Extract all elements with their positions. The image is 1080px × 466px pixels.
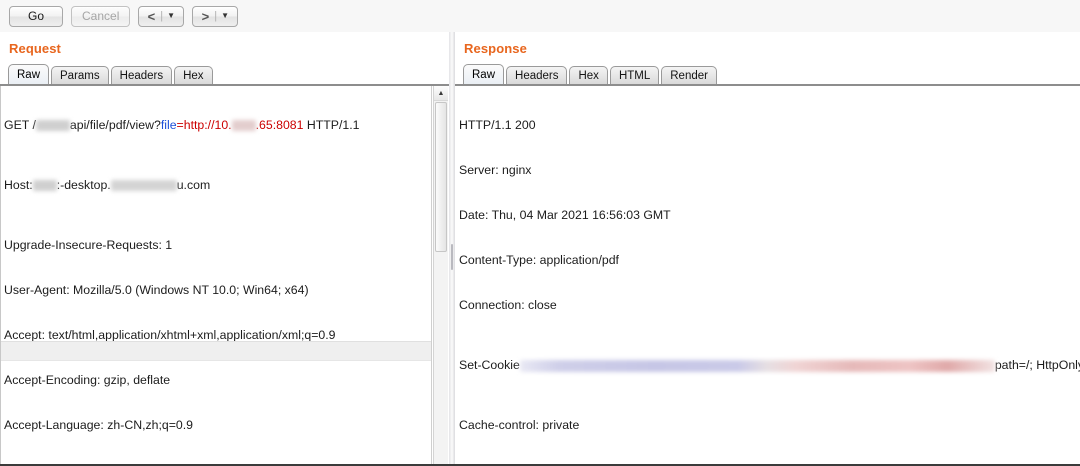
redaction-block-path	[35, 120, 70, 132]
set-cookie-1-label: Set-Cookie	[459, 358, 520, 372]
response-line-server: Server: nginx	[459, 163, 532, 177]
request-line-accept-language: Accept-Language: zh-CN,zh;q=0.9	[4, 418, 194, 432]
response-line-content-type: Content-Type: application/pdf	[459, 253, 619, 267]
request-pane-left-edge	[0, 86, 1, 464]
request-tab-params[interactable]: Params	[51, 66, 109, 85]
request-line-accept-encoding: Accept-Encoding: gzip, deflate	[4, 373, 171, 387]
response-line-set-cookie-1: Set-Cookie path=/; HttpOnly	[459, 358, 1080, 373]
response-tab-render[interactable]: Render	[661, 66, 717, 85]
response-tab-strip: Raw Headers Hex HTML Render	[463, 63, 719, 85]
cancel-button[interactable]: Cancel	[71, 5, 131, 27]
scroll-up-arrow-icon[interactable]: ▲	[434, 86, 448, 101]
request-line-host: Host: :-desktop. u.com	[4, 178, 431, 193]
response-raw-text: HTTP/1.1 200 Server: nginx Date: Thu, 04…	[455, 86, 1080, 464]
request-tab-raw[interactable]: Raw	[8, 64, 50, 85]
response-tab-html[interactable]: HTML	[609, 66, 660, 85]
response-tab-raw[interactable]: Raw	[463, 64, 505, 85]
request-line-upgrade-insecure: Upgrade-Insecure-Requests: 1	[4, 238, 173, 252]
button-divider: |	[214, 10, 218, 22]
request-raw-text: GET / api/file/pdf/view?file=http://10. .6…	[0, 86, 431, 464]
forward-history-button[interactable]: > | ▼	[192, 5, 239, 27]
request-tab-underline	[0, 84, 449, 86]
request-param-value-a: =http://10.	[176, 118, 232, 132]
window-bottom-edge	[0, 464, 1080, 466]
go-button[interactable]: Go	[9, 5, 63, 27]
response-tab-hex[interactable]: Hex	[569, 66, 608, 85]
request-editor[interactable]: GET / api/file/pdf/view?file=http://10. .6…	[0, 86, 432, 464]
redaction-block-ip	[231, 120, 256, 132]
request-param-value-b: .65:8081	[255, 118, 304, 132]
request-tab-hex[interactable]: Hex	[174, 66, 213, 85]
request-host-suffix: u.com	[176, 178, 211, 192]
request-tab-strip: Raw Params Headers Hex	[8, 63, 215, 85]
request-param-name: file	[160, 118, 177, 132]
request-tab-headers[interactable]: Headers	[110, 66, 173, 85]
response-line-cache-control: Cache-control: private	[459, 418, 580, 432]
back-arrow-icon: <	[147, 8, 156, 24]
button-divider: |	[160, 10, 164, 22]
response-tab-headers[interactable]: Headers	[506, 66, 568, 85]
redaction-block-hostname	[32, 180, 57, 192]
request-panel: Request Raw Params Headers Hex GET / api/…	[0, 32, 449, 466]
request-vertical-scrollbar[interactable]: ▲	[433, 86, 448, 464]
request-line-request-line: GET / api/file/pdf/view?file=http://10. .6…	[4, 118, 431, 133]
splitter-grip[interactable]	[451, 244, 453, 270]
redaction-block-domain	[110, 180, 177, 192]
request-method-path-prefix: GET /	[4, 118, 36, 132]
chevron-down-icon: ▼	[167, 11, 176, 20]
response-editor[interactable]: HTTP/1.1 200 Server: nginx Date: Thu, 04…	[455, 86, 1080, 464]
request-line-connection: Connection: close	[4, 463, 431, 464]
response-panel-title: Response	[464, 41, 527, 56]
request-host-mid: :-desktop.	[56, 178, 111, 192]
request-line-accept: Accept: text/html,application/xhtml+xml,…	[4, 328, 336, 342]
repeater-toolbar: Go Cancel < | ▼ > | ▼	[0, 0, 1080, 32]
response-tab-underline	[455, 84, 1080, 86]
pane-splitter[interactable]	[449, 32, 455, 466]
redaction-block-cookie-1	[519, 359, 995, 372]
request-body-separator	[0, 341, 431, 361]
scrollbar-thumb[interactable]	[435, 102, 447, 252]
response-line-status: HTTP/1.1 200	[459, 118, 536, 132]
request-http-version: HTTP/1.1	[303, 118, 360, 132]
request-panel-title: Request	[9, 41, 61, 56]
set-cookie-1-suffix: path=/; HttpOnly	[994, 358, 1080, 372]
response-line-connection: Connection: close	[459, 298, 557, 312]
request-host-prefix: Host:	[4, 178, 33, 192]
request-path-rest: api/file/pdf/view?	[69, 118, 161, 132]
forward-arrow-icon: >	[201, 8, 210, 24]
request-line-user-agent: User-Agent: Mozilla/5.0 (Windows NT 10.0…	[4, 283, 309, 297]
chevron-down-icon: ▼	[221, 11, 230, 20]
response-panel: Response Raw Headers Hex HTML Render HTT…	[455, 32, 1080, 466]
response-line-date: Date: Thu, 04 Mar 2021 16:56:03 GMT	[459, 208, 671, 222]
back-history-button[interactable]: < | ▼	[138, 5, 185, 27]
